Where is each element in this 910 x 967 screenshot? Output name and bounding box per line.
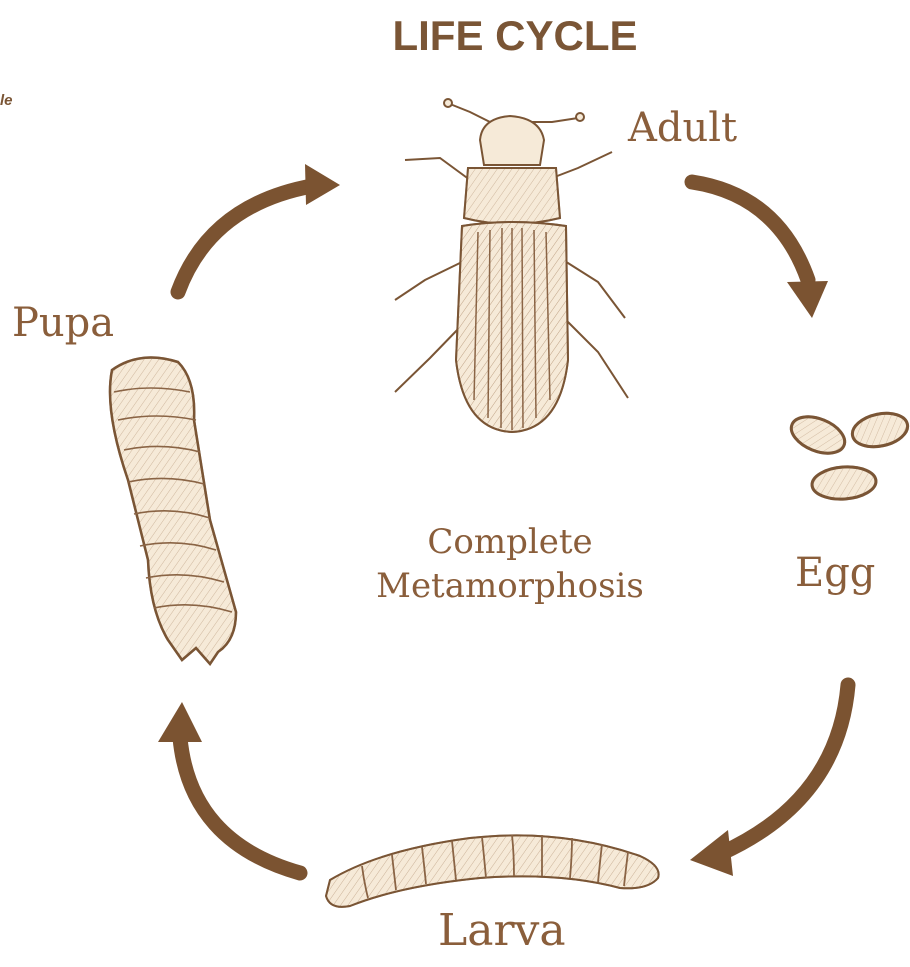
center-caption-line1: Complete [320,520,700,564]
arrow-adult-to-egg [692,182,828,318]
larva-illustration [326,835,659,907]
stage-label-egg: Egg [795,550,875,596]
arrow-larva-to-pupa [158,702,300,873]
stage-label-pupa: Pupa [12,300,114,346]
pupa-illustration [110,358,236,665]
arrow-pupa-to-adult [178,164,340,292]
center-caption: Complete Metamorphosis [320,520,700,608]
stage-label-adult: Adult [628,105,737,151]
center-caption-line2: Metamorphosis [320,564,700,608]
adult-beetle-illustration [395,99,628,432]
arrow-egg-to-larva [690,685,848,876]
egg-cluster-illustration [786,409,910,502]
stage-label-larva: Larva [438,905,566,956]
